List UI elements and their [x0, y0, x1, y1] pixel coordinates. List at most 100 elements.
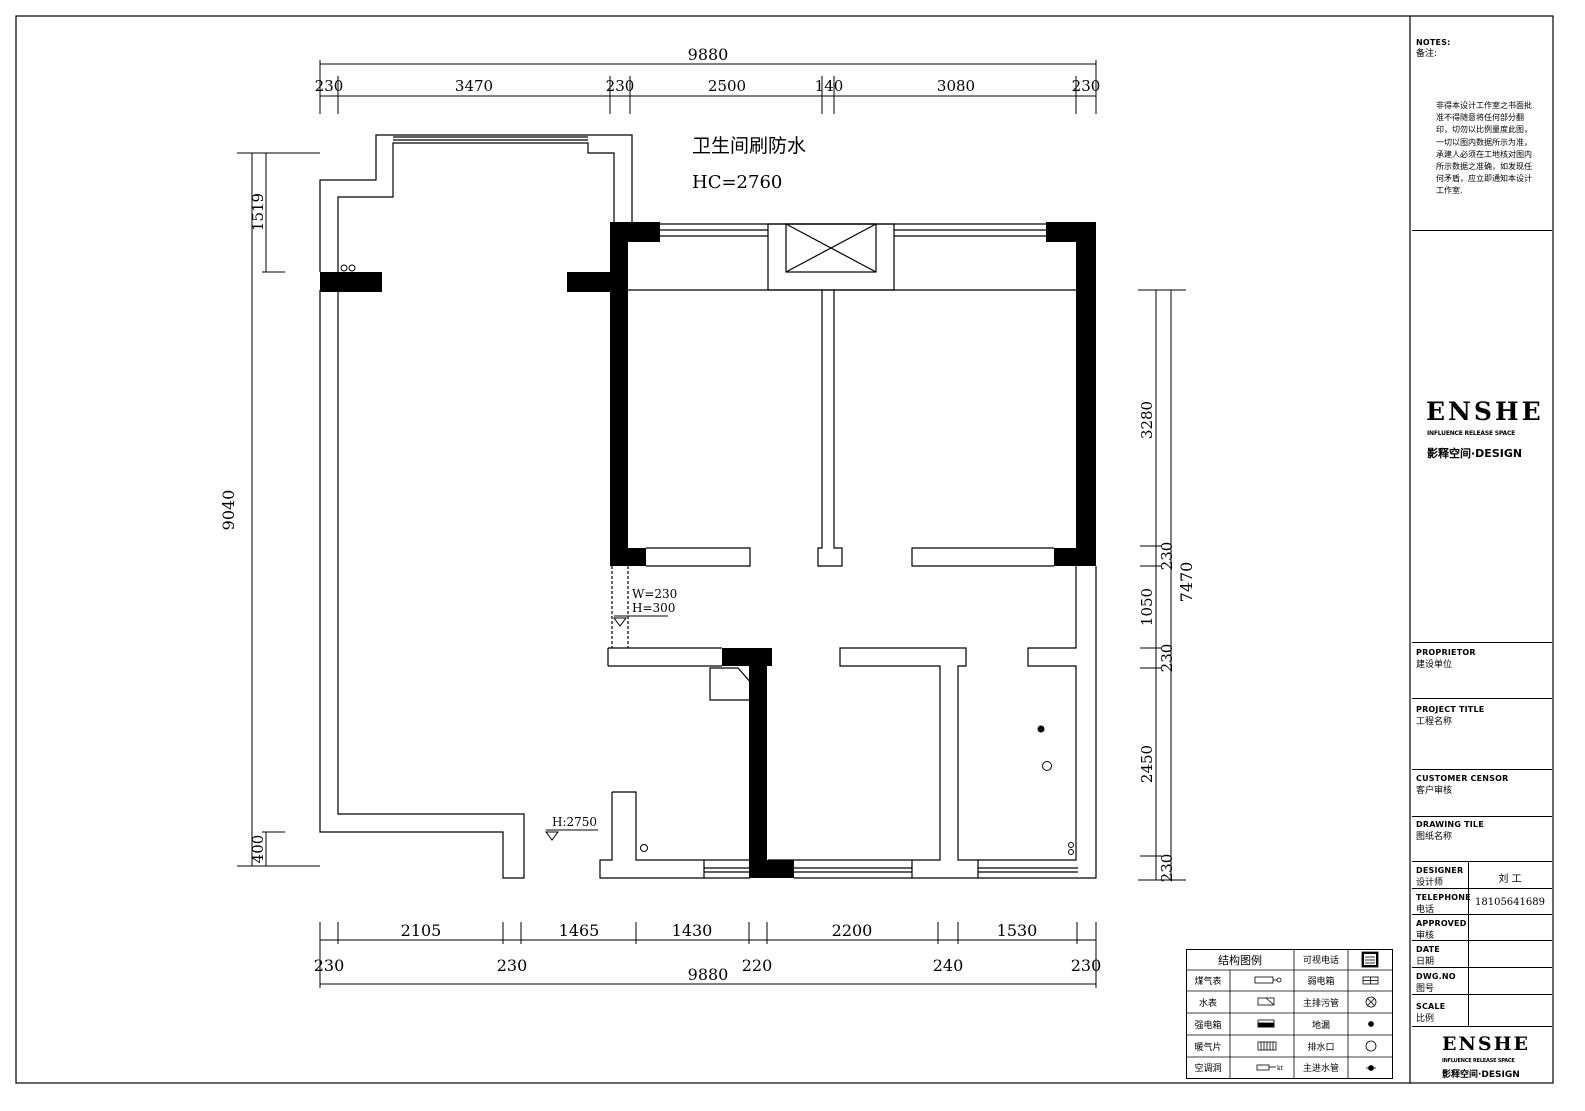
legend-right-3: 主排污管: [1303, 997, 1339, 1009]
legend-left-5: 空调洞: [1194, 1062, 1221, 1074]
main-inlet-icon: [1366, 1065, 1376, 1071]
company-logo: ENSHE: [1426, 397, 1544, 426]
field-label-cn: 图纸名称: [1416, 832, 1453, 842]
legend-left-3: 强电箱: [1194, 1019, 1221, 1031]
field-label-en: CUSTOMER CENSOR: [1416, 774, 1509, 783]
water-meter-icon: [1257, 997, 1275, 1006]
opening-width: W=230: [632, 587, 677, 601]
left-dimensions: [237, 152, 320, 867]
structural-walls: [320, 222, 1096, 878]
dim-top-total: 9880: [688, 45, 729, 64]
field-telephone: TELEPHONE 电话 18105641689: [1412, 888, 1552, 915]
bottom-logo-sub: INFLUENCE RELEASE SPACE: [1442, 1058, 1515, 1064]
legend-left-4: 暖气片: [1194, 1041, 1221, 1053]
dim-top-6: 3080: [937, 77, 975, 95]
ceiling-height-note: HC=2760: [692, 172, 782, 193]
gas-meter-icon: [1254, 976, 1282, 984]
dim-bottom-b5: 230: [1071, 956, 1102, 975]
legend-left-1: 煤气表: [1194, 975, 1221, 987]
field-label-en: DRAWING TILE: [1416, 820, 1484, 829]
legend-left-2: 水表: [1199, 997, 1217, 1009]
field-dwg-no: DWG.NO 图号: [1412, 967, 1552, 994]
level-mark: H:2750: [545, 815, 598, 841]
field-label-cn: 比例: [1416, 1014, 1435, 1024]
company-logo-sub: INFLUENCE RELEASE SPACE: [1427, 430, 1516, 437]
field-date: DATE 日期: [1412, 940, 1552, 967]
dim-top-3: 230: [606, 77, 635, 95]
dim-left-2: 400: [249, 835, 267, 864]
dim-right-1: 3280: [1138, 401, 1156, 439]
dim-top-7: 230: [1072, 77, 1101, 95]
dim-bottom-5: 1530: [997, 921, 1038, 940]
floor-drain-icon: [1368, 1021, 1374, 1027]
radiator-icon: [1257, 1041, 1277, 1051]
telephone-number: 18105641689: [1475, 897, 1545, 908]
field-scale: SCALE 比例: [1412, 994, 1552, 1026]
title-block: NOTES: 备注: 非得本设计工作室之书面批准不得随意将任何部分翻印，切勿以比…: [1412, 18, 1552, 1082]
drawing-title: 卫生间刷防水: [692, 135, 806, 157]
field-label-cn: 日期: [1416, 957, 1435, 967]
field-label-en: PROJECT TITLE: [1416, 705, 1485, 714]
notes-text: 非得本设计工作室之书面批准不得随意将任何部分翻印，切勿以比例量度此图，一切以图内…: [1436, 101, 1532, 196]
dim-top-2: 3470: [455, 77, 493, 95]
dim-right-2: 230: [1158, 542, 1176, 571]
dim-bottom-b2: 230: [497, 956, 528, 975]
dim-bottom-2: 1465: [559, 921, 600, 940]
field-project-title: PROJECT TITLE 工程名称: [1412, 698, 1552, 769]
ac-hole-icon: kt: [1256, 1064, 1284, 1072]
dim-bottom-3: 1430: [672, 921, 713, 940]
dim-bottom-b3: 220: [742, 956, 773, 975]
dim-right-6: 230: [1158, 854, 1176, 883]
dim-right-4: 230: [1158, 644, 1176, 673]
field-drawing-tile: DRAWING TILE 图纸名称: [1412, 816, 1552, 861]
field-label-cn: 客户审核: [1416, 786, 1453, 796]
weak-box-icon: [1362, 976, 1379, 985]
legend-right-4: 地漏: [1312, 1019, 1330, 1031]
field-label-cn: 审核: [1416, 931, 1435, 941]
field-label-cn: 工程名称: [1416, 717, 1453, 727]
dim-right-3: 1050: [1138, 588, 1156, 626]
legend-right-5: 排水口: [1307, 1041, 1334, 1053]
walls: [319, 134, 1097, 879]
video-phone-icon: [1361, 951, 1379, 968]
dim-bottom-total: 9880: [688, 965, 729, 984]
notes-label-cn: 备注:: [1416, 49, 1438, 59]
field-label-en: APPROVED: [1416, 919, 1467, 928]
bottom-logo-cn: 影释空间·DESIGN: [1442, 1070, 1520, 1080]
dim-top-5: 140: [815, 77, 844, 95]
legend-right-1: 可视电话: [1303, 954, 1339, 966]
fixtures: [340, 264, 1074, 855]
legend-title: 结构图例: [1218, 953, 1262, 967]
dim-bottom-4: 2200: [832, 921, 873, 940]
field-proprietor: PROPRIETOR 建设单位: [1412, 642, 1552, 698]
sheet-frame: [15, 15, 1554, 1084]
field-label-en: SCALE: [1416, 1002, 1446, 1011]
field-label-cn: 图号: [1416, 984, 1435, 994]
opening-annotation: W=230 H=300: [613, 587, 677, 627]
level-mark-text: H:2750: [552, 815, 597, 829]
legend-table: 结构图例 煤气表 水表 强电箱 暖气片 空调洞 可视电话 弱电箱 主排污管 地漏…: [1186, 949, 1393, 1079]
designer-name: 刘 工: [1498, 874, 1522, 885]
right-dimensions: [1138, 289, 1186, 881]
bottom-dimensions: [319, 922, 1097, 988]
field-label-en: PROPRIETOR: [1416, 648, 1476, 657]
notes-label-en: NOTES:: [1416, 38, 1451, 47]
field-designer: DESIGNER 设计师 刘 工: [1412, 861, 1552, 888]
power-box-icon: [1257, 1019, 1275, 1028]
dim-bottom-1: 2105: [401, 921, 442, 940]
drain-outlet-icon: [1365, 1040, 1377, 1052]
dim-top-4: 2500: [708, 77, 746, 95]
field-label-en: DATE: [1416, 945, 1440, 954]
dim-right-5: 2450: [1138, 745, 1156, 783]
field-label-cn: 电话: [1416, 905, 1435, 915]
field-approved: APPROVED 审核: [1412, 914, 1552, 941]
dim-bottom-b1: 230: [314, 956, 345, 975]
dim-left-1: 1519: [249, 193, 267, 231]
legend-right-2: 弱电箱: [1307, 975, 1334, 987]
dim-left-total: 9040: [219, 490, 238, 531]
bottom-logo: ENSHE: [1442, 1033, 1531, 1055]
main-sewage-icon: [1365, 996, 1377, 1008]
dim-bottom-b4: 240: [933, 956, 964, 975]
top-dimensions: [319, 60, 1097, 114]
